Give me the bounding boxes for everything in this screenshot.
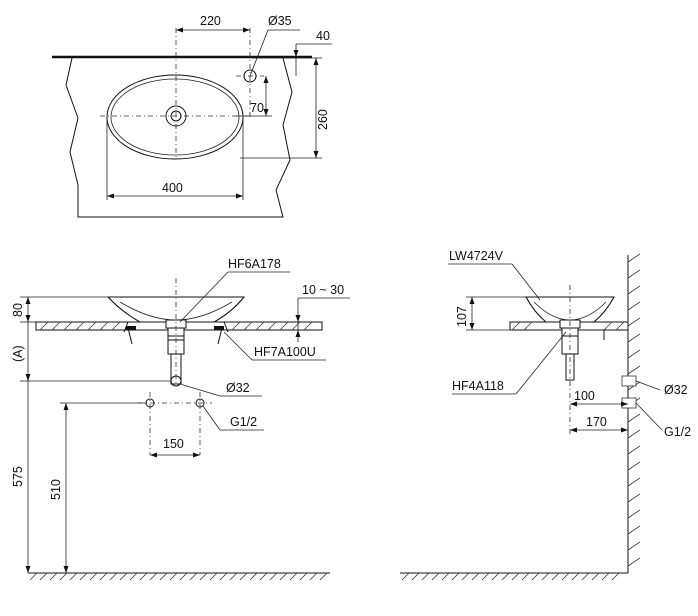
dim-510: 510 xyxy=(49,479,63,500)
label-hf7a100u: HF7A100U xyxy=(254,345,316,359)
top-view: 220 Ø35 40 70 260 400 xyxy=(52,14,332,218)
dim-150: 150 xyxy=(163,437,184,451)
dim-hole-diameter: Ø35 xyxy=(268,14,292,28)
dim-g12: G1/2 xyxy=(230,415,257,429)
dim-260: 260 xyxy=(316,109,330,130)
front-view: 80 (A) 575 510 10 ~ 30 HF6A178 HF7A100U … xyxy=(11,257,350,581)
side-dim-g12: G1/2 xyxy=(664,425,691,439)
basin-inner xyxy=(110,78,240,156)
side-dim-32: Ø32 xyxy=(664,383,688,397)
label-lw4724v: LW4724V xyxy=(449,249,504,263)
dim-220: 220 xyxy=(200,14,221,28)
vessel-basin xyxy=(106,296,246,323)
counter-outline xyxy=(65,57,293,218)
dim-32: Ø32 xyxy=(226,381,250,395)
dim-a: (A) xyxy=(11,345,25,362)
dim-80: 80 xyxy=(11,303,25,317)
label-hf4a118: HF4A118 xyxy=(452,379,504,393)
dim-70: 70 xyxy=(250,101,264,115)
dim-575: 575 xyxy=(11,466,25,487)
label-hf6a178: HF6A178 xyxy=(228,257,281,271)
side-view: 107 LW4724V HF4A118 100 170 Ø32 G1/2 xyxy=(400,249,691,581)
dim-170: 170 xyxy=(586,415,607,429)
dim-100: 100 xyxy=(574,389,595,403)
dim-40: 40 xyxy=(316,29,330,43)
dim-107: 107 xyxy=(455,306,469,327)
basin-outline xyxy=(106,74,244,160)
dim-10-30: 10 ~ 30 xyxy=(302,283,344,297)
dim-400: 400 xyxy=(162,181,183,195)
